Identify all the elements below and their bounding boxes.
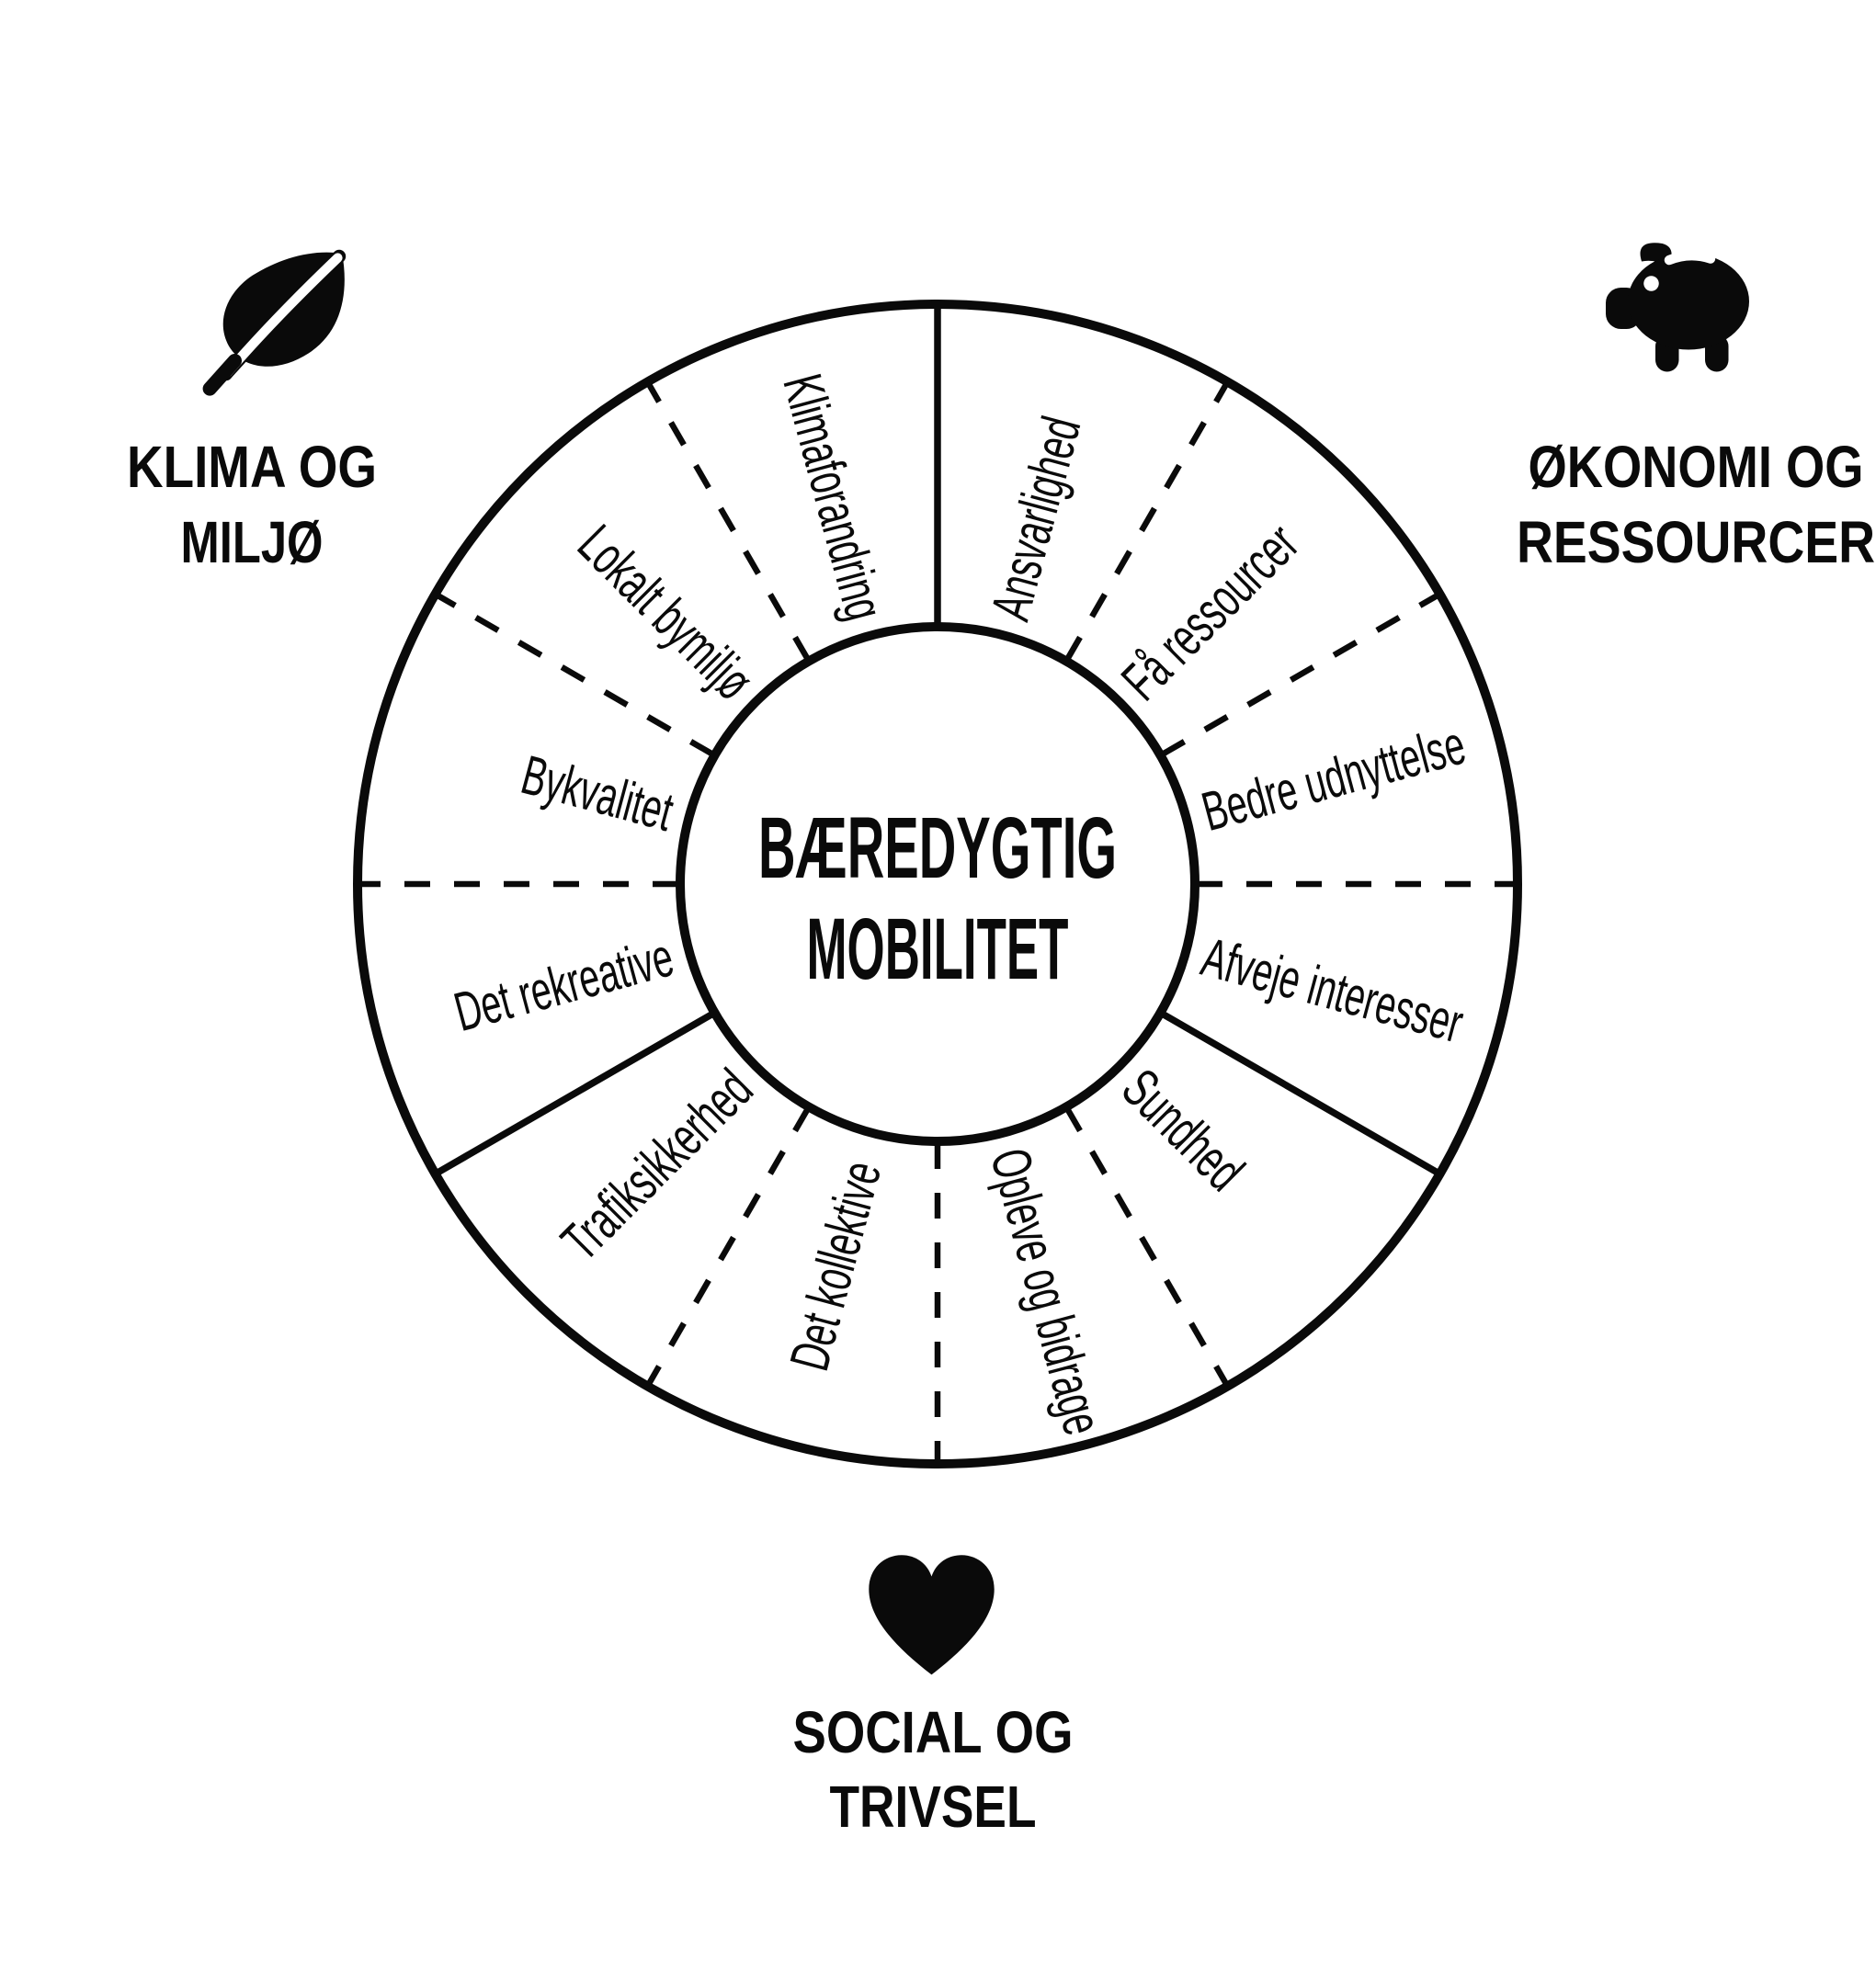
segment-label-klimaforandring: Klimaforandring <box>771 368 896 626</box>
theme-okonomi-label-line1: ØKONOMI OG <box>1529 434 1864 500</box>
theme-social-og-trivsel: SOCIAL OG TRIVSEL <box>793 1555 1074 1840</box>
segment-label-opleve-og-bidrage: Opleve og bidrage <box>979 1142 1115 1441</box>
theme-klima-label-line2: MILJØ <box>181 509 324 575</box>
heart-icon <box>869 1555 995 1675</box>
sector-divider-lines <box>433 304 1442 1177</box>
theme-okonomi-og-ressourcer: ØKONOMI OG RESSOURCER <box>1517 243 1875 575</box>
leaf-icon <box>202 249 347 396</box>
segment-label-sundhed: Sundhed <box>1110 1057 1256 1202</box>
theme-klima-label-line1: KLIMA OG <box>127 434 377 500</box>
theme-klima-og-miljo: KLIMA OG MILJØ <box>127 249 377 575</box>
center-title-line1: BÆREDYGTIG <box>758 799 1117 897</box>
segment-label-ansvarlighed: Ansvarlighed <box>979 410 1093 626</box>
theme-social-label-line2: TRIVSEL <box>830 1774 1037 1840</box>
theme-okonomi-label-line2: RESSOURCER <box>1517 509 1875 575</box>
segment-divider-lines <box>359 381 1516 1462</box>
segment-label-bedre-udnyttelse: Bedre udnyttelse <box>1196 713 1472 843</box>
theme-social-label-line1: SOCIAL OG <box>793 1699 1074 1765</box>
center-title-line2: MOBILITET <box>807 901 1069 998</box>
segment-label-det-kollektive: Det kollektive <box>778 1155 893 1377</box>
segment-label-det-rekreative: Det rekreative <box>448 925 679 1043</box>
segment-label-bykvalitet: Bykvalitet <box>516 743 680 843</box>
segment-label-lokalt-bymiljo: Lokalt bymiljø <box>566 513 765 711</box>
piggy-bank-icon <box>1606 243 1749 372</box>
segment-label-fa-ressourcer: Få ressourcer <box>1109 512 1310 712</box>
center-title: BÆREDYGTIG MOBILITET <box>758 799 1117 998</box>
segment-label-afveje-interesser: Afveje interesser <box>1196 925 1470 1054</box>
